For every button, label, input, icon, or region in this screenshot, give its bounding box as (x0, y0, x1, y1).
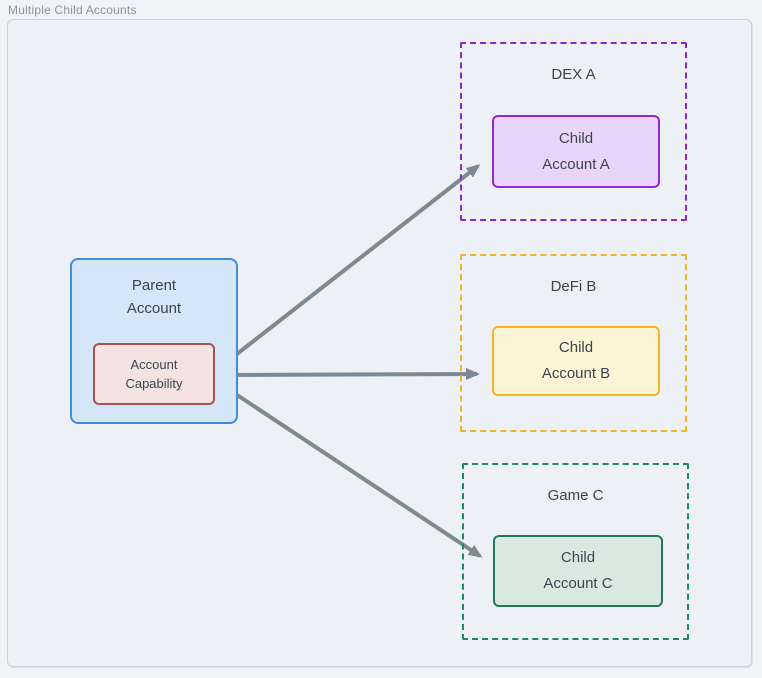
platform-label-dex-a: DEX A (551, 66, 596, 83)
platform-container-dex-a: DEX A (460, 42, 687, 221)
diagram-title: Multiple Child Accounts (8, 3, 137, 17)
platform-container-game-c: Game C (462, 463, 689, 640)
child-account-a-node: Child Account A (492, 115, 660, 188)
platform-label-game-c: Game C (547, 487, 604, 504)
child-account-c-node: Child Account C (493, 535, 663, 607)
platform-label-defi-b: DeFi B (550, 278, 597, 295)
platform-container-defi-b: DeFi B (460, 254, 687, 432)
account-capability-node: Account Capability (93, 343, 215, 405)
child-account-b-node: Child Account B (492, 326, 660, 396)
